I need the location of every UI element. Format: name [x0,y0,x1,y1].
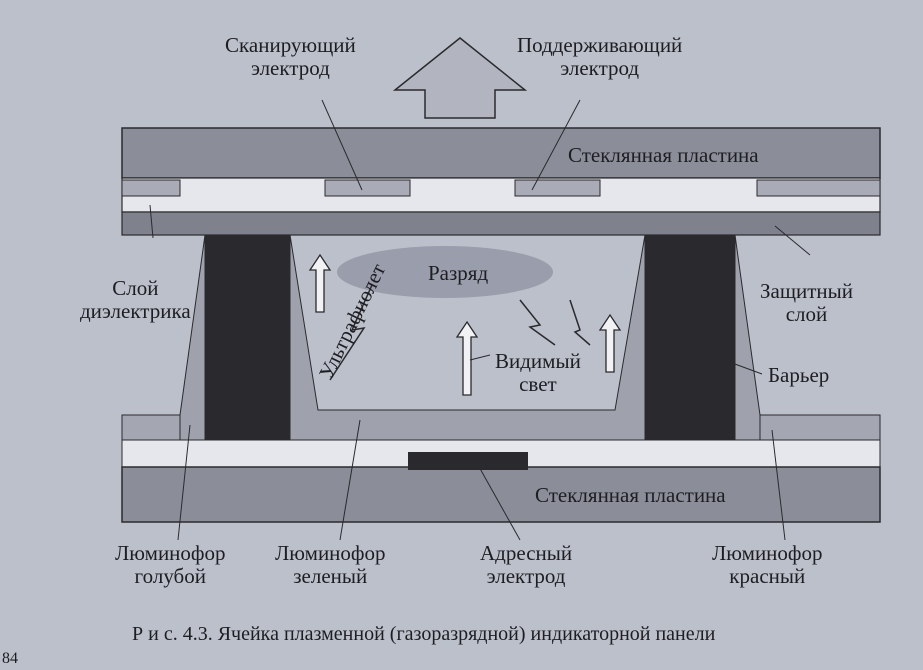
label-line: электрод [560,56,640,80]
label-line: Защитный [760,279,854,303]
label-line: Люминофор [115,541,226,565]
label-line: Сканирующий [225,33,356,57]
light-arrow [308,253,332,313]
scan-electrode [324,179,411,197]
bottom-glass-label: Стеклянная пластина [535,483,726,507]
label-line: диэлектрика [80,299,191,323]
label-line: слой [785,302,828,326]
leader-line [477,464,521,541]
label-line: свет [519,372,557,396]
discharge-region [337,246,553,298]
barrier-right [645,235,735,440]
phosphor-red [734,234,761,441]
light-arrow [598,313,622,373]
label-line: электрод [250,56,330,80]
discharge-label: Разряд [428,261,489,285]
bottom-dielectric [121,414,181,441]
leader-line [149,204,154,239]
phosphor-blue [179,234,206,441]
leader-line [469,354,491,361]
leader-line [339,419,361,541]
uv-ray [569,299,591,346]
bottom-dielectric [759,414,881,441]
barrier-label: Барьер [768,363,830,387]
emitted-light-arrow [392,37,528,119]
sustain-electrode [514,179,601,197]
label-line: Люминофор [712,541,823,565]
barrier-left [205,235,290,440]
uv-ray [519,299,556,346]
leader-line [771,429,786,541]
label-line: зеленый [293,564,368,588]
uv-ray [329,284,373,381]
leader-line [531,99,581,191]
label-line: Видимый [495,349,581,373]
label-line: электрод [486,564,566,588]
dielectric-layer [121,177,881,213]
label-line: Люминофор [275,541,386,565]
top-glass-label: Стеклянная пластина [568,143,759,167]
electrode [121,179,181,197]
label-line: голубой [134,564,206,588]
leader-line [321,99,363,191]
electrode [756,179,881,197]
leader-line [774,225,811,256]
top-glass-plate [121,127,881,179]
label-line: Слой [112,276,159,300]
address-electrode [408,452,528,470]
protective-layer [121,211,881,236]
figure-caption: Р и с. 4.3. Ячейка плазменной (газоразря… [132,623,716,645]
light-arrow [455,320,479,396]
label-line: Поддерживающий [517,33,683,57]
label-line: Адресный [480,541,573,565]
leader-line [177,424,191,541]
label-line: красный [729,564,806,588]
leader-line [704,352,763,375]
bottom-glass-plate [121,466,881,523]
